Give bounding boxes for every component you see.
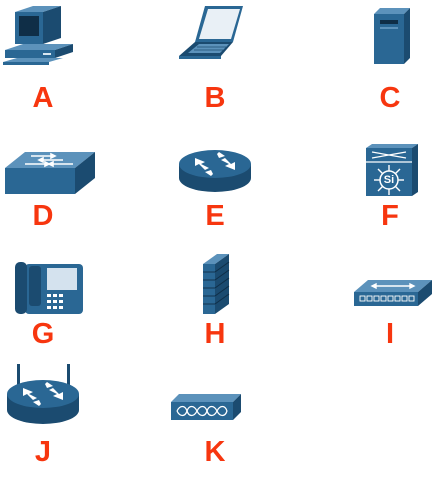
device-cell: G xyxy=(0,236,103,356)
device-cell: C xyxy=(330,0,440,120)
device-cell: J xyxy=(0,354,103,474)
device-label: F xyxy=(381,200,399,232)
wireless-router-icon xyxy=(7,364,79,424)
workstation-icon xyxy=(3,6,73,65)
device-cell: B xyxy=(155,0,275,120)
server-icon xyxy=(374,8,410,64)
multilayer-switch-icon xyxy=(366,144,418,196)
device-label: B xyxy=(204,82,226,114)
device-cell: K xyxy=(155,354,275,474)
router-icon xyxy=(179,150,251,192)
device-cell: A xyxy=(0,0,103,120)
device-label: G xyxy=(31,318,55,350)
device-label: E xyxy=(205,200,225,232)
device-cell: H xyxy=(155,236,275,356)
firewall-icon xyxy=(203,254,230,314)
laptop-icon xyxy=(179,6,243,59)
device-label: A xyxy=(32,82,54,114)
device-label: K xyxy=(204,436,226,468)
si-badge: Si xyxy=(383,174,395,186)
device-label: D xyxy=(32,200,54,232)
device-cell: D xyxy=(0,118,103,238)
device-label: I xyxy=(385,318,395,350)
hub-icon xyxy=(354,280,432,306)
device-cell: E xyxy=(155,118,275,238)
device-label: H xyxy=(204,318,226,350)
device-label: J xyxy=(34,436,52,468)
device-label: C xyxy=(379,82,401,114)
switch-icon xyxy=(5,152,95,194)
ip-phone-icon xyxy=(15,262,83,314)
device-cell: I xyxy=(330,236,440,356)
device-cell: F Si xyxy=(330,118,440,238)
atm-switch-icon xyxy=(171,394,241,420)
